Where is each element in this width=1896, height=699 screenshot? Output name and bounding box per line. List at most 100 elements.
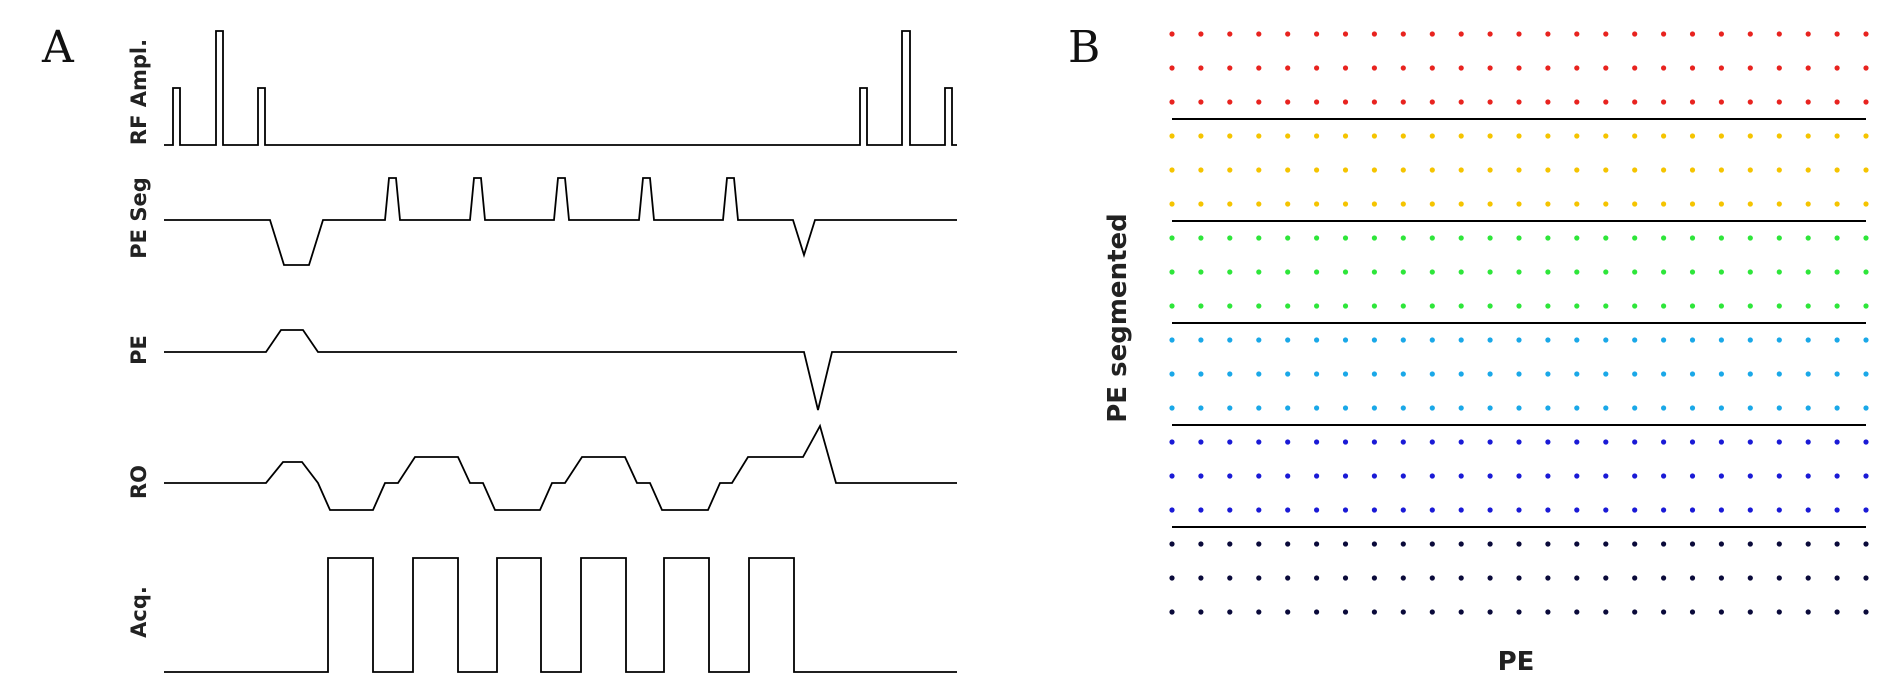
sample-point bbox=[1198, 507, 1204, 513]
sample-point bbox=[1285, 99, 1291, 105]
panel-a-letter: A bbox=[41, 22, 75, 73]
sample-point bbox=[1429, 269, 1435, 275]
sample-point bbox=[1516, 507, 1522, 513]
sample-point bbox=[1747, 473, 1753, 479]
sample-point bbox=[1516, 609, 1522, 615]
sample-point bbox=[1661, 473, 1667, 479]
sample-point bbox=[1863, 269, 1869, 275]
sample-point bbox=[1603, 371, 1609, 377]
sample-point bbox=[1516, 439, 1522, 445]
sample-point bbox=[1371, 133, 1377, 139]
sample-point bbox=[1747, 541, 1753, 547]
sample-point bbox=[1718, 235, 1724, 241]
sample-point bbox=[1371, 405, 1377, 411]
sample-point bbox=[1256, 99, 1262, 105]
sample-point bbox=[1632, 65, 1638, 71]
sample-point bbox=[1632, 303, 1638, 309]
sample-point bbox=[1198, 575, 1204, 581]
sample-point bbox=[1227, 575, 1233, 581]
sample-point bbox=[1776, 201, 1782, 207]
sample-point bbox=[1574, 303, 1580, 309]
sample-point bbox=[1776, 371, 1782, 377]
sample-point bbox=[1487, 405, 1493, 411]
sample-point bbox=[1458, 235, 1464, 241]
sample-point bbox=[1429, 201, 1435, 207]
sample-point bbox=[1545, 371, 1551, 377]
sample-point bbox=[1689, 575, 1696, 581]
sample-point bbox=[1227, 133, 1233, 139]
sample-point bbox=[1487, 133, 1493, 139]
sample-point bbox=[1632, 167, 1638, 173]
sample-point bbox=[1314, 405, 1320, 411]
sample-point bbox=[1169, 65, 1175, 71]
sample-point bbox=[1198, 269, 1204, 275]
sample-point bbox=[1256, 337, 1262, 343]
sample-point bbox=[1285, 337, 1291, 343]
sample-point bbox=[1198, 337, 1204, 343]
sample-point bbox=[1342, 167, 1349, 173]
sample-point bbox=[1342, 609, 1349, 615]
sample-point bbox=[1689, 99, 1696, 105]
sample-point bbox=[1863, 371, 1869, 377]
sample-point bbox=[1718, 541, 1724, 547]
sample-point bbox=[1198, 201, 1204, 207]
row-label-pe-seg: PE Seg bbox=[127, 177, 151, 258]
sample-point bbox=[1776, 337, 1782, 343]
sample-point bbox=[1169, 405, 1175, 411]
sample-point bbox=[1371, 99, 1377, 105]
sample-point bbox=[1661, 337, 1667, 343]
sample-point bbox=[1371, 337, 1377, 343]
sample-point bbox=[1718, 167, 1724, 173]
sample-point bbox=[1545, 439, 1551, 445]
sample-point bbox=[1545, 303, 1551, 309]
sample-point bbox=[1689, 337, 1696, 343]
sample-point bbox=[1487, 201, 1493, 207]
sample-point bbox=[1285, 31, 1291, 37]
sample-point bbox=[1689, 303, 1696, 309]
sample-point bbox=[1603, 405, 1609, 411]
sample-point bbox=[1371, 201, 1377, 207]
sample-point bbox=[1776, 507, 1782, 513]
panel-b-letter: B bbox=[1068, 22, 1100, 73]
sample-point bbox=[1342, 337, 1349, 343]
sample-point bbox=[1342, 541, 1349, 547]
sample-point bbox=[1285, 405, 1291, 411]
sample-point bbox=[1661, 609, 1667, 615]
sample-point bbox=[1487, 235, 1493, 241]
sample-point bbox=[1487, 575, 1493, 581]
sample-point bbox=[1574, 133, 1580, 139]
sample-point bbox=[1285, 371, 1291, 377]
sample-point bbox=[1429, 31, 1435, 37]
sample-point bbox=[1487, 99, 1493, 105]
sample-point bbox=[1863, 541, 1869, 547]
sample-point bbox=[1863, 575, 1869, 581]
sample-point bbox=[1574, 65, 1580, 71]
sample-point bbox=[1314, 31, 1320, 37]
sample-point bbox=[1689, 507, 1696, 513]
sample-point bbox=[1458, 65, 1464, 71]
sample-point bbox=[1574, 507, 1580, 513]
sample-point bbox=[1285, 609, 1291, 615]
sample-point bbox=[1227, 65, 1233, 71]
sample-point bbox=[1863, 99, 1869, 105]
sample-point bbox=[1718, 99, 1724, 105]
sample-point bbox=[1429, 133, 1435, 139]
sample-point bbox=[1805, 575, 1811, 581]
sample-point bbox=[1487, 609, 1493, 615]
sample-point bbox=[1487, 269, 1493, 275]
sample-point bbox=[1834, 439, 1840, 445]
sample-point bbox=[1169, 371, 1175, 377]
sample-point bbox=[1574, 31, 1580, 37]
sample-point bbox=[1632, 575, 1638, 581]
sample-point bbox=[1256, 541, 1262, 547]
sample-point bbox=[1371, 167, 1377, 173]
sample-point bbox=[1342, 31, 1349, 37]
sample-point bbox=[1632, 201, 1638, 207]
sample-point bbox=[1661, 575, 1667, 581]
sample-point bbox=[1256, 439, 1262, 445]
sample-point bbox=[1545, 473, 1551, 479]
sample-point bbox=[1776, 303, 1782, 309]
sample-point bbox=[1776, 575, 1782, 581]
sample-point bbox=[1747, 439, 1753, 445]
sample-point bbox=[1429, 337, 1435, 343]
